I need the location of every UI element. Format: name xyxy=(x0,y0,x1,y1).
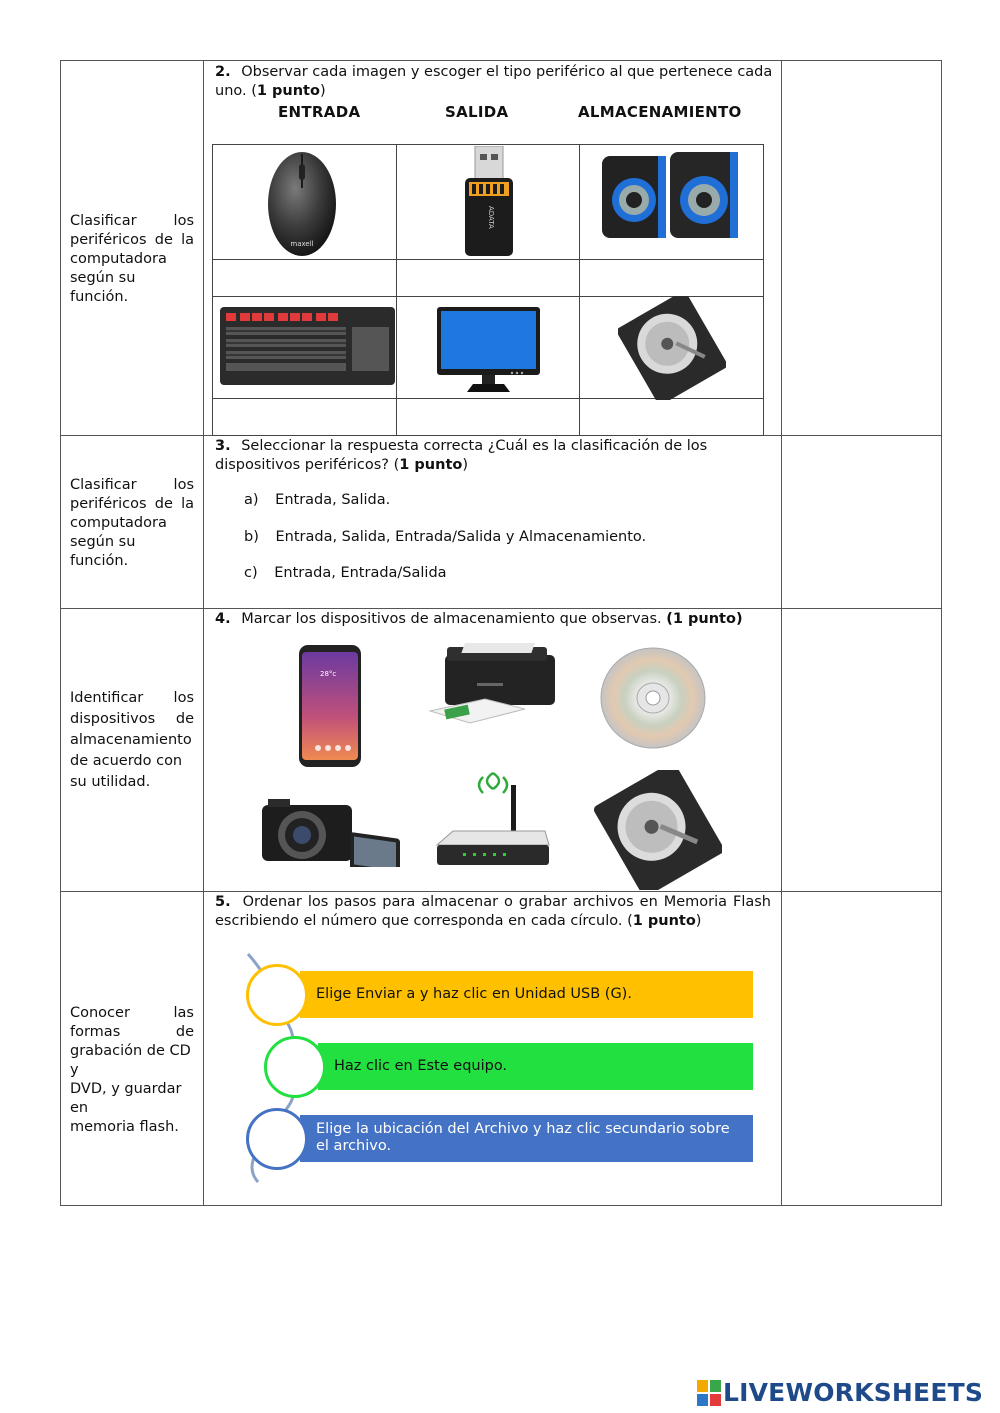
table-column-divider-1 xyxy=(203,60,204,1206)
keyboard-image xyxy=(220,307,395,385)
q3-option-c[interactable]: c) Entrada, Entrada/Salida xyxy=(244,565,447,581)
table-column-divider-2 xyxy=(781,60,782,1206)
step-2-text: Haz clic en Este equipo. xyxy=(334,1058,508,1074)
svg-text:ADATA: ADATA xyxy=(487,206,495,229)
header-entrada: ENTRADA xyxy=(278,103,361,121)
router-image[interactable] xyxy=(433,771,553,873)
table-row-divider-2 xyxy=(60,608,942,609)
q2-answer-cell-speakers[interactable] xyxy=(579,259,764,297)
smartphone-image[interactable]: 28°c xyxy=(298,644,362,768)
objective-row-4: Conocer las formas de grabación de CD y … xyxy=(70,1005,194,1135)
step-2-bar xyxy=(318,1043,753,1090)
step-2-number-circle[interactable] xyxy=(264,1036,326,1098)
q2-answer-cell-usb[interactable] xyxy=(396,259,580,297)
q2-answer-cell-monitor[interactable] xyxy=(396,398,580,436)
question-2: 2. Observar cada imagen y escoger el tip… xyxy=(215,64,773,99)
question-3: 3. Seleccionar la respuesta correcta ¿Cu… xyxy=(215,438,708,473)
liveworksheets-brand-text: LIVEWORKSHEETS xyxy=(723,1378,984,1407)
mouse-image: maxell xyxy=(268,152,336,256)
step-3-bar xyxy=(300,1115,753,1162)
objective-row-1: Clasificar los periféricos de la computa… xyxy=(70,213,194,305)
step-1-text: Elige Enviar a y haz clic en Unidad USB … xyxy=(316,986,632,1002)
speakers-image xyxy=(602,152,738,238)
q2-answer-cell-mouse[interactable] xyxy=(212,259,397,297)
camera-image[interactable] xyxy=(258,795,403,867)
q2-answer-cell-keyboard[interactable] xyxy=(212,398,397,436)
objective-row-3: Identificar los dispositivos de almacena… xyxy=(70,690,194,790)
phone-screen-temperature: 28°c xyxy=(320,670,337,678)
cd-disc-image[interactable] xyxy=(598,646,708,750)
q2-answer-cell-hard-drive[interactable] xyxy=(579,398,764,436)
smartphone-graphic xyxy=(299,645,361,767)
step-1-number-circle[interactable] xyxy=(246,964,308,1026)
step-3-text: Elige la ubicación del Archivo y haz cli… xyxy=(316,1121,730,1154)
usb-flash-drive-image: ADATA xyxy=(465,146,513,256)
svg-text:maxell: maxell xyxy=(290,240,313,248)
step-3-number-circle[interactable] xyxy=(246,1108,308,1170)
liveworksheets-logo-icon xyxy=(697,1379,721,1406)
q3-option-a[interactable]: a) Entrada, Salida. xyxy=(244,492,391,508)
header-salida: SALIDA xyxy=(445,103,509,121)
printer-image[interactable] xyxy=(425,643,560,727)
objective-row-2: Clasificar los periféricos de la computa… xyxy=(70,477,194,569)
worksheet-table xyxy=(60,60,942,1206)
header-almacenamiento: ALMACENAMIENTO xyxy=(578,103,742,121)
question-4: 4. Marcar los dispositivos de almacenami… xyxy=(215,611,743,627)
liveworksheets-logo[interactable]: LIVEWORKSHEETS xyxy=(697,1378,983,1407)
monitor-image xyxy=(437,307,540,392)
hard-drive-image xyxy=(618,296,726,400)
question-5: 5. Ordenar los pasos para almacenar o gr… xyxy=(215,894,772,929)
hard-drive-image-q4[interactable] xyxy=(594,770,722,890)
q3-option-b[interactable]: b) Entrada, Salida, Entrada/Salida y Alm… xyxy=(244,529,647,545)
step-1-bar xyxy=(300,971,753,1018)
table-row-divider-3 xyxy=(60,891,942,892)
